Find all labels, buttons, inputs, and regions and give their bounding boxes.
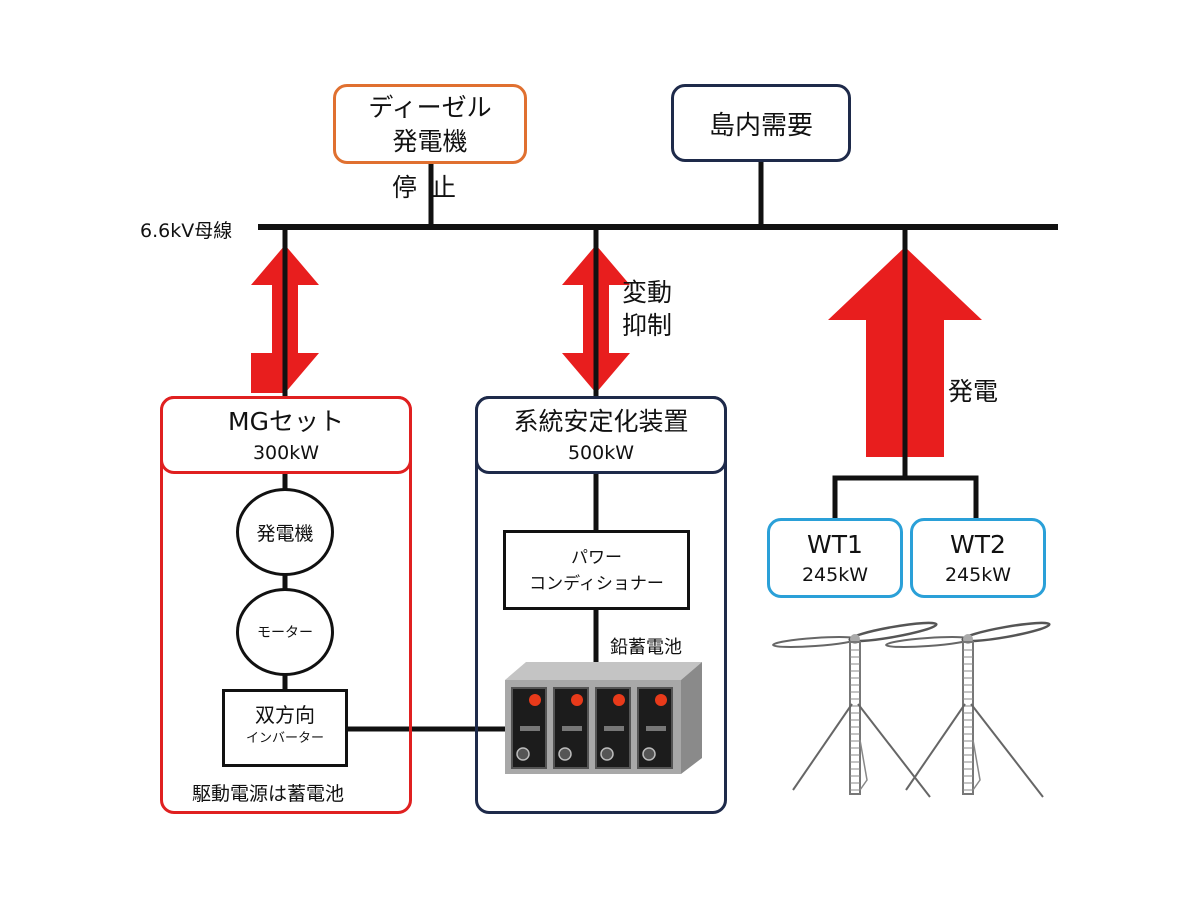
bus-label: 6.6kV母線 — [140, 220, 233, 242]
diesel-generator-box[interactable]: ディーゼル 発電機 — [333, 84, 527, 164]
inverter-line1: 双方向 — [255, 703, 315, 727]
generation-label: 発電 — [948, 377, 999, 406]
wt2-capacity: 245kW — [944, 564, 1012, 586]
motor-circle[interactable]: モーター — [236, 588, 334, 676]
wind-split — [832, 475, 979, 518]
diesel-line2: 発電機 — [392, 127, 468, 156]
wt1-name: WT1 — [807, 530, 863, 559]
mg-set-footer: 駆動電源は蓄電池 — [192, 783, 345, 805]
wind-turbine-icon — [772, 621, 938, 798]
wt2-name: WT2 — [950, 530, 1006, 559]
battery-cell-icon — [511, 687, 547, 769]
wind-turbines-illustration — [772, 621, 1051, 798]
battery-cell-icon — [553, 687, 589, 769]
pcs-line2: コンディショナー — [529, 574, 664, 594]
diesel-line1: ディーゼル — [368, 93, 492, 122]
lead-acid-battery-label: 鉛蓄電池 — [610, 637, 682, 658]
stabilizer-title: 系統安定化装置 — [513, 407, 689, 436]
island-demand-box[interactable]: 島内需要 — [671, 84, 851, 162]
arrow-label-line1: 変動 — [622, 278, 673, 307]
mg-set-capacity: 300kW — [252, 442, 320, 464]
arrow-label-line2: 抑制 — [622, 311, 673, 340]
pcs-line1: パワー — [571, 548, 622, 568]
stabilizer-capacity: 500kW — [567, 442, 635, 464]
island-demand-label: 島内需要 — [708, 110, 813, 141]
wt1-capacity: 245kW — [801, 564, 869, 586]
bidirectional-inverter-box[interactable]: 双方向 インバーター — [222, 689, 348, 767]
wt2-box[interactable]: WT2 245kW — [910, 518, 1046, 598]
mg-set-title: MGセット — [228, 407, 344, 436]
wt1-box[interactable]: WT1 245kW — [767, 518, 903, 598]
power-conditioner-box[interactable]: パワー コンディショナー — [503, 530, 690, 610]
battery-cell-icon — [637, 687, 673, 769]
lead-acid-battery-icon — [505, 662, 702, 774]
generator-circle[interactable]: 発電機 — [236, 488, 334, 576]
generator-label: 発電機 — [256, 522, 314, 545]
battery-cell-icon — [595, 687, 631, 769]
diesel-status: 停止 — [392, 173, 471, 202]
mg-set-header[interactable]: MGセット 300kW — [160, 396, 412, 474]
inverter-line2: インバーター — [245, 731, 324, 746]
motor-label: モーター — [257, 625, 313, 641]
wind-turbine-icon — [885, 621, 1051, 798]
stabilizer-header[interactable]: 系統安定化装置 500kW — [475, 396, 727, 474]
fluctuation-suppression-label: 変動 抑制 — [622, 276, 672, 342]
